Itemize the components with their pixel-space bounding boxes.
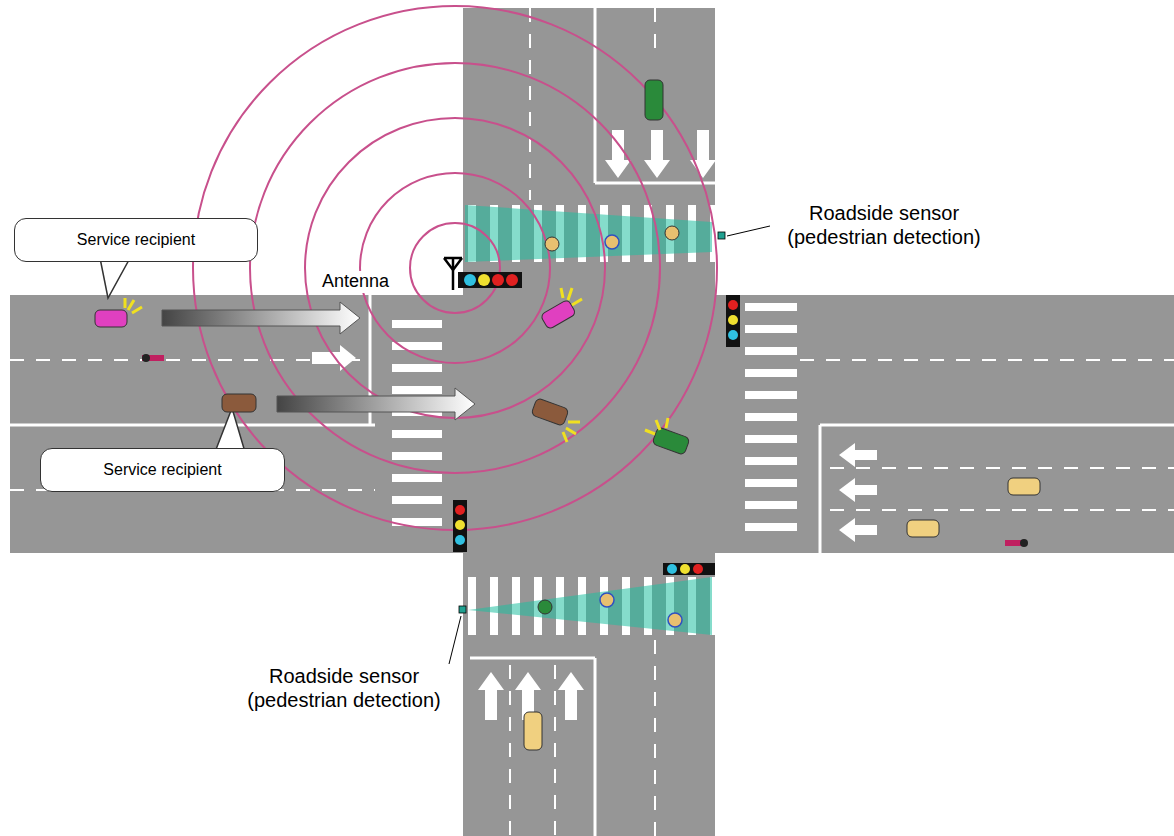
callout-text: Service recipient (103, 461, 221, 479)
antenna-symbol (444, 258, 462, 290)
sensor-beam (468, 577, 712, 635)
signal-marks (125, 288, 668, 442)
callout-bubble: Service recipient (40, 448, 285, 492)
vehicles (95, 80, 1040, 750)
traffic-lights (453, 272, 740, 575)
leader-line (448, 616, 461, 668)
roadside-sensor (459, 606, 466, 613)
pedestrians (142, 226, 1028, 627)
travel-arrow (162, 302, 360, 334)
callout-text: Service recipient (77, 231, 195, 249)
sensor-label: Roadside sensor (pedestrian detection) (772, 201, 996, 249)
sensor-label: Roadside sensor (pedestrian detection) (226, 664, 462, 712)
callout-tail (215, 408, 245, 452)
callout-bubble: Service recipient (14, 218, 258, 262)
leader-line (727, 226, 770, 236)
callout-tail (100, 258, 130, 298)
antenna-label: Antenna (320, 271, 391, 293)
lane-markings (10, 8, 1174, 836)
travel-arrow (277, 388, 475, 420)
sensor-beam (465, 205, 712, 262)
roadside-sensor (718, 232, 725, 239)
